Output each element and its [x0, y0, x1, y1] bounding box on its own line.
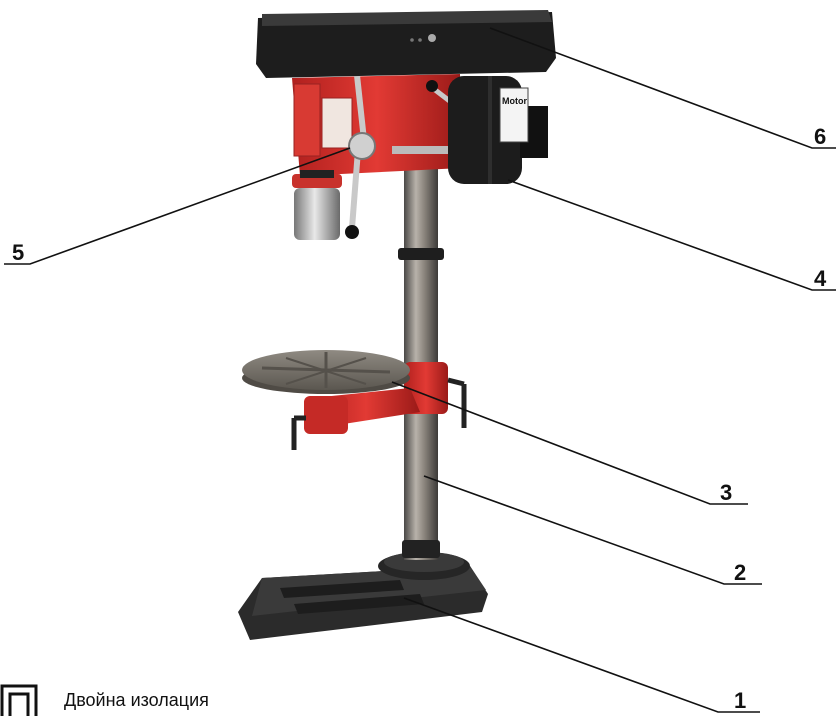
callout-5: 5	[12, 240, 24, 265]
double-insulation-label: Двойна изолация	[64, 690, 209, 710]
work-table	[242, 350, 410, 394]
chuck	[292, 170, 342, 240]
leader-4	[507, 179, 836, 291]
feed-handle	[345, 57, 466, 239]
motor: Motor	[448, 76, 548, 184]
leader-6	[489, 27, 836, 149]
table-bracket	[291, 362, 467, 450]
callout-4: 4	[814, 266, 827, 291]
callout-2: 2	[734, 560, 746, 585]
leader-3	[391, 381, 748, 505]
leader-lines	[4, 27, 836, 713]
leader-1	[403, 597, 760, 713]
leader-2	[423, 475, 762, 585]
leader-5	[4, 147, 351, 265]
motor-label: Motor	[502, 96, 527, 106]
head-housing	[292, 74, 462, 176]
base	[238, 552, 488, 640]
callout-6: 6	[814, 124, 826, 149]
double-insulation-icon	[0, 684, 38, 716]
belt-cover	[256, 10, 556, 78]
callout-3: 3	[720, 480, 732, 505]
callout-1: 1	[734, 688, 746, 713]
